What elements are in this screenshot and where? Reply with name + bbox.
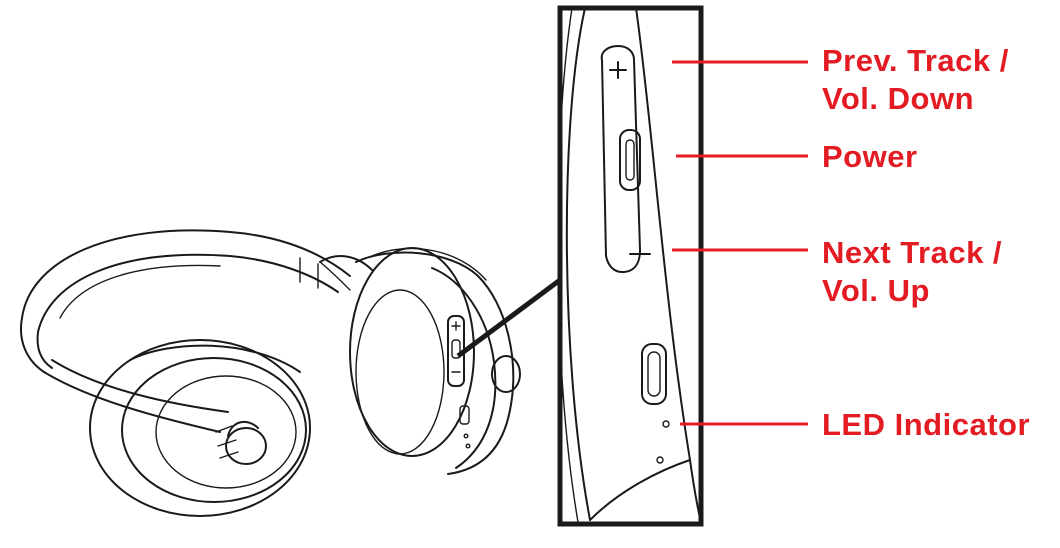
callout-prev-track-vol-down: Prev. Track / Vol. Down [822, 42, 1009, 118]
callout-next-track-vol-up: Next Track / Vol. Up [822, 234, 1002, 310]
callout-line: Next Track / [822, 235, 1003, 270]
earcup-controls-detail-icon [557, 5, 704, 527]
callout-line: Vol. Up [822, 273, 930, 308]
callout-led-indicator: LED Indicator [822, 406, 1030, 444]
headband-icon [20, 229, 351, 433]
callout-line: Vol. Down [822, 81, 975, 116]
callout-line: Prev. Track / [822, 43, 1009, 78]
callout-leaders [672, 60, 808, 426]
callout-line: Power [822, 139, 918, 174]
callout-line: LED Indicator [822, 407, 1031, 442]
detail-frame [557, 5, 704, 527]
callout-power: Power [822, 138, 918, 176]
right-earcup-icon [319, 247, 521, 475]
detail-connector-line [456, 277, 562, 359]
left-earcup-icon [89, 339, 311, 517]
